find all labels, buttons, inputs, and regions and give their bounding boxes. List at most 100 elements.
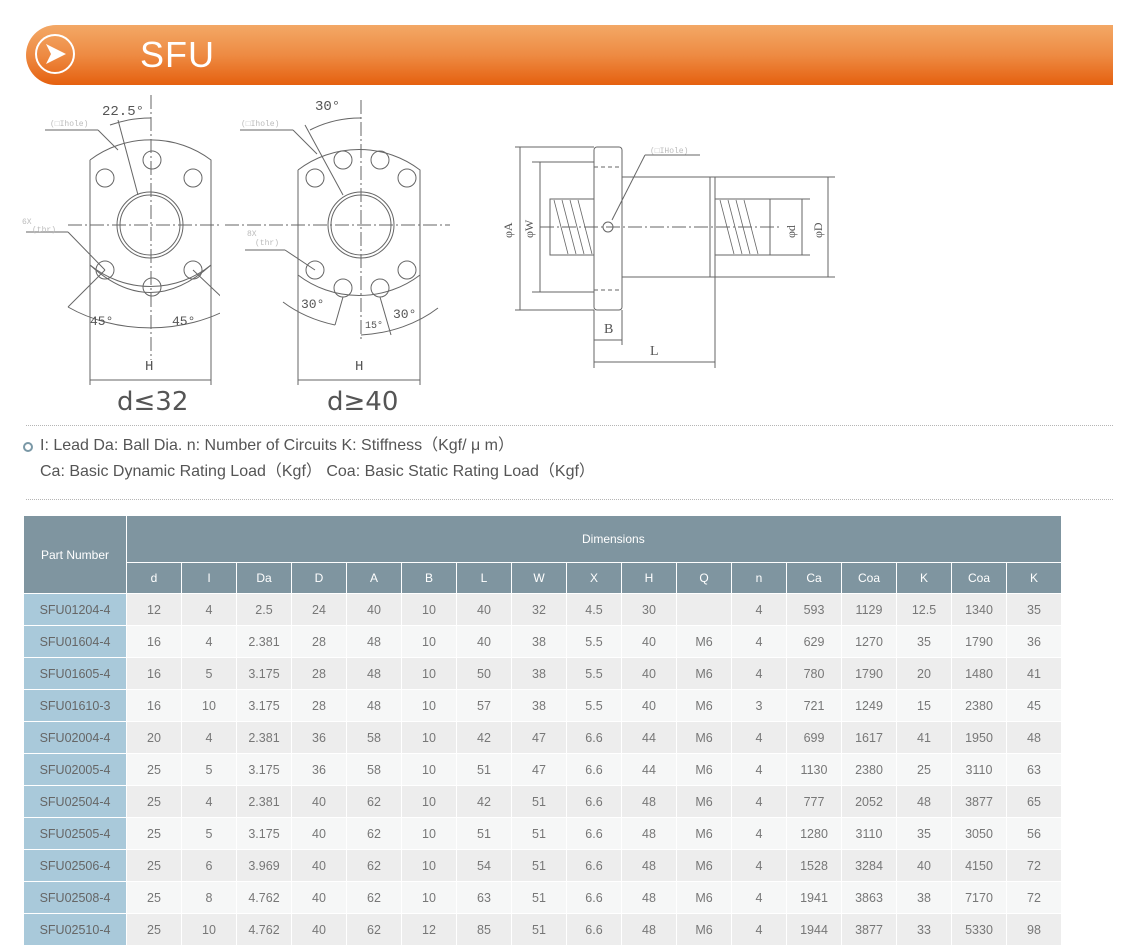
value-cell: 1617: [841, 721, 897, 754]
value-cell: 1280: [786, 817, 842, 850]
value-cell: 10: [401, 721, 457, 754]
column-header: Ca: [786, 562, 842, 594]
value-cell: 40: [291, 913, 347, 946]
value-cell: 62: [346, 817, 402, 850]
value-cell: 4: [731, 849, 787, 882]
value-cell: 48: [896, 785, 952, 818]
value-cell: 40: [896, 849, 952, 882]
value-cell: 629: [786, 625, 842, 658]
value-cell: 5.5: [566, 625, 622, 658]
value-cell: 6.6: [566, 721, 622, 754]
value-cell: 10: [181, 913, 237, 946]
value-cell: 72: [1006, 849, 1062, 882]
angle-label: 30°: [393, 307, 416, 322]
column-header: L: [456, 562, 512, 594]
value-cell: 1528: [786, 849, 842, 882]
width-label: H: [355, 359, 363, 375]
value-cell: 10: [401, 785, 457, 818]
value-cell: 1130: [786, 753, 842, 786]
column-header: n: [731, 562, 787, 594]
value-cell: 1129: [841, 593, 897, 626]
angle-label: 45°: [172, 314, 195, 329]
value-cell: 40: [291, 849, 347, 882]
divider: [26, 425, 1113, 426]
part-number-cell: SFU01204-4: [24, 593, 127, 626]
legend-line: I: Lead Da: Ball Dia. n: Number of Circu…: [40, 437, 514, 454]
value-cell: 4: [181, 593, 237, 626]
value-cell: 3050: [951, 817, 1007, 850]
column-header: K: [1006, 562, 1062, 594]
value-cell: 2052: [841, 785, 897, 818]
value-cell: 36: [291, 753, 347, 786]
part-number-cell: SFU01610-3: [24, 689, 127, 722]
value-cell: 51: [511, 785, 567, 818]
value-cell: 40: [456, 625, 512, 658]
value-cell: 3.175: [236, 657, 292, 690]
thread-count: 6X: [22, 218, 32, 227]
value-cell: 5: [181, 817, 237, 850]
value-cell: 2.381: [236, 721, 292, 754]
value-cell: 45: [1006, 689, 1062, 722]
value-cell: 8: [181, 881, 237, 914]
value-cell: 51: [456, 817, 512, 850]
value-cell: M6: [676, 753, 732, 786]
value-cell: 10: [401, 689, 457, 722]
column-header: A: [346, 562, 402, 594]
value-cell: 25: [126, 881, 182, 914]
dimensions-header: Dimensions: [126, 515, 1062, 563]
value-cell: 62: [346, 913, 402, 946]
flange-drawing-large: 30° (□Ihole) 8X (thr) 30° 15° 30° H: [225, 99, 450, 385]
value-cell: 10: [401, 881, 457, 914]
dimension-label: φd: [784, 225, 798, 238]
value-cell: 25: [126, 849, 182, 882]
value-cell: M6: [676, 913, 732, 946]
value-cell: 4: [731, 913, 787, 946]
value-cell: 42: [456, 721, 512, 754]
value-cell: 33: [896, 913, 952, 946]
value-cell: 699: [786, 721, 842, 754]
hole-label: (□IHole): [650, 147, 688, 156]
value-cell: 3.969: [236, 849, 292, 882]
value-cell: 5.5: [566, 657, 622, 690]
nut-side-view-drawing: (□IHole) B L φA φW φd φD: [501, 146, 835, 368]
value-cell: 48: [621, 913, 677, 946]
column-header: d: [126, 562, 182, 594]
value-cell: 3877: [841, 913, 897, 946]
value-cell: 4: [731, 721, 787, 754]
value-cell: 40: [621, 657, 677, 690]
value-cell: 48: [621, 785, 677, 818]
part-number-cell: SFU01605-4: [24, 657, 127, 690]
value-cell: 5: [181, 657, 237, 690]
column-header: Da: [236, 562, 292, 594]
value-cell: 2.381: [236, 785, 292, 818]
value-cell: 2380: [841, 753, 897, 786]
value-cell: 20: [896, 657, 952, 690]
value-cell: 28: [291, 657, 347, 690]
value-cell: 56: [1006, 817, 1062, 850]
flange-drawing-small: 22.5° (□Ihole) 6X (thr) 45° 45° H: [22, 95, 220, 385]
value-cell: 1944: [786, 913, 842, 946]
value-cell: 48: [1006, 721, 1062, 754]
part-number-cell: SFU02004-4: [24, 721, 127, 754]
column-header: B: [401, 562, 457, 594]
value-cell: 12.5: [896, 593, 952, 626]
dimension-label: L: [650, 344, 659, 359]
value-cell: 3877: [951, 785, 1007, 818]
value-cell: 780: [786, 657, 842, 690]
value-cell: 50: [456, 657, 512, 690]
value-cell: 3284: [841, 849, 897, 882]
value-cell: 42: [456, 785, 512, 818]
value-cell: 4: [731, 785, 787, 818]
value-cell: 1790: [841, 657, 897, 690]
column-header: W: [511, 562, 567, 594]
value-cell: 47: [511, 753, 567, 786]
value-cell: 41: [896, 721, 952, 754]
value-cell: 10: [401, 817, 457, 850]
value-cell: 10: [401, 849, 457, 882]
value-cell: 40: [346, 593, 402, 626]
